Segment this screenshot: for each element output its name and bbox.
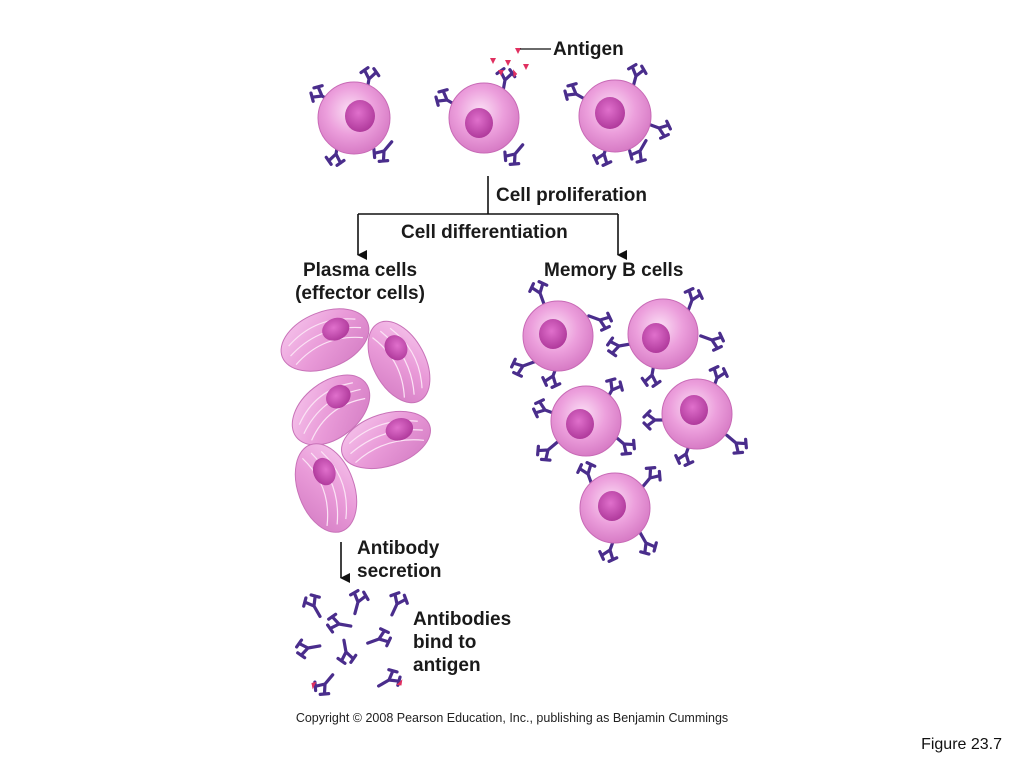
antibodies-bind-line3: antigen [413,655,481,676]
memory-b-cell [642,362,752,470]
branch-lines [340,176,627,583]
cell-proliferation-label: Cell proliferation [496,185,647,206]
memory-b-cell [529,374,640,466]
plasma-cells-group [280,308,431,533]
cell-differentiation-label: Cell differentiation [401,222,568,243]
antigen-label: Antigen [553,39,624,60]
plasma-cells-label: Plasma cells (effector cells) [280,259,440,305]
free-antibodies [294,587,412,701]
memory-b-cells-label: Memory B cells [544,260,684,281]
memory-b-cell [574,458,666,566]
plasma-cell [341,410,431,470]
antibody-secretion-line2: secretion [357,561,442,582]
antibodies-bind-label: Antibodies bind to antigen [413,608,511,677]
antibody-secretion-line1: Antibody [357,538,440,559]
memory-b-cells-group [507,277,752,566]
b-cell-3 [560,61,675,170]
plasma-cell [280,308,370,372]
antibody-secretion-label: Antibody secretion [357,537,441,583]
plasma-cell [294,443,358,533]
antibodies-bind-line1: Antibodies [413,609,512,630]
plasma-cells-label-line2: (effector cells) [295,283,425,304]
antibodies-bind-line2: bind to [413,632,477,653]
plasma-cell [367,320,431,404]
figure-number: Figure 23.7 [921,736,1002,753]
plasma-cells-label-line1: Plasma cells [302,260,418,281]
memory-b-cell [507,277,616,392]
plasma-cell [291,374,371,446]
b-cell-2 [431,65,532,170]
copyright-notice: Copyright © 2008 Pearson Education, Inc.… [295,711,729,725]
memory-b-cell [605,284,728,389]
b-cell-1 [306,65,401,168]
antigen-particles [490,48,551,76]
